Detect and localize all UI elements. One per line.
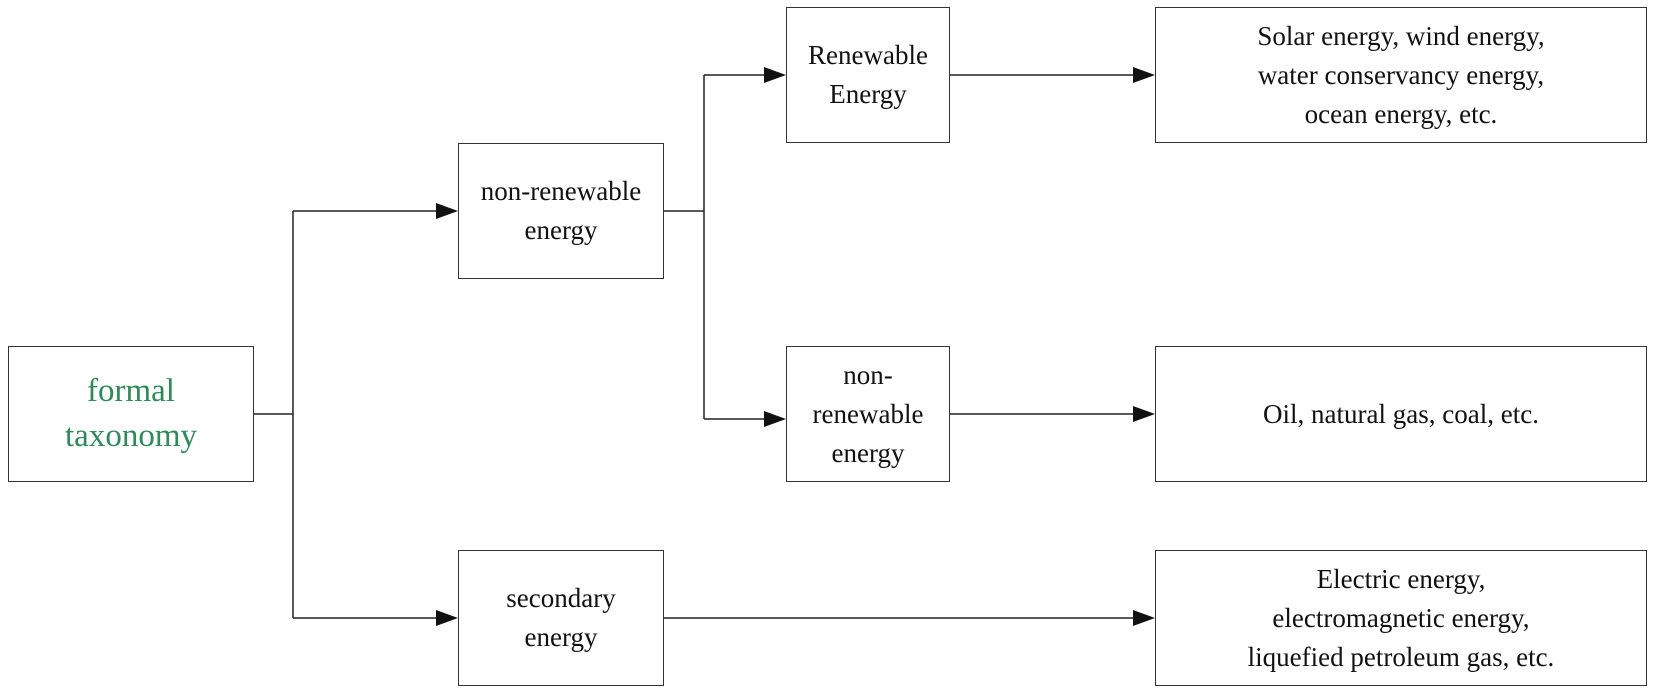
node-secondary-energy-label: secondary energy [506, 583, 616, 652]
node-secondary-examples: Electric energy, electromagnetic energy,… [1155, 550, 1647, 686]
node-nonrenewable-energy: non- renewable energy [786, 346, 950, 482]
node-formal-taxonomy-label: formal taxonomy [65, 373, 197, 454]
node-renewable-examples: Solar energy, wind energy, water conserv… [1155, 7, 1647, 143]
node-nonrenewable-examples-label: Oil, natural gas, coal, etc. [1263, 398, 1539, 429]
node-primary-energy: non-renewable energy [458, 143, 664, 279]
arrowhead-nonrenewable-examples [1133, 406, 1155, 422]
arrowhead-to-renewable [764, 67, 786, 83]
node-primary-energy-label: non-renewable energy [480, 176, 642, 245]
node-renewable-energy-label: Renewable Energy [808, 40, 928, 109]
arrowhead-to-primary [436, 203, 458, 219]
node-secondary-examples-label: Electric energy, electromagnetic energy,… [1247, 563, 1555, 672]
node-formal-taxonomy: formal taxonomy [8, 346, 254, 482]
node-nonrenewable-examples: Oil, natural gas, coal, etc. [1155, 346, 1647, 482]
arrowhead-secondary-examples [1133, 610, 1155, 626]
node-renewable-energy: Renewable Energy [786, 7, 950, 143]
node-secondary-energy: secondary energy [458, 550, 664, 686]
arrowhead-to-secondary [436, 610, 458, 626]
arrowhead-renewable-examples [1133, 67, 1155, 83]
arrowhead-to-nonrenewable [764, 411, 786, 427]
node-nonrenewable-energy-label: non- renewable energy [812, 359, 924, 468]
node-renewable-examples-label: Solar energy, wind energy, water conserv… [1257, 20, 1545, 129]
